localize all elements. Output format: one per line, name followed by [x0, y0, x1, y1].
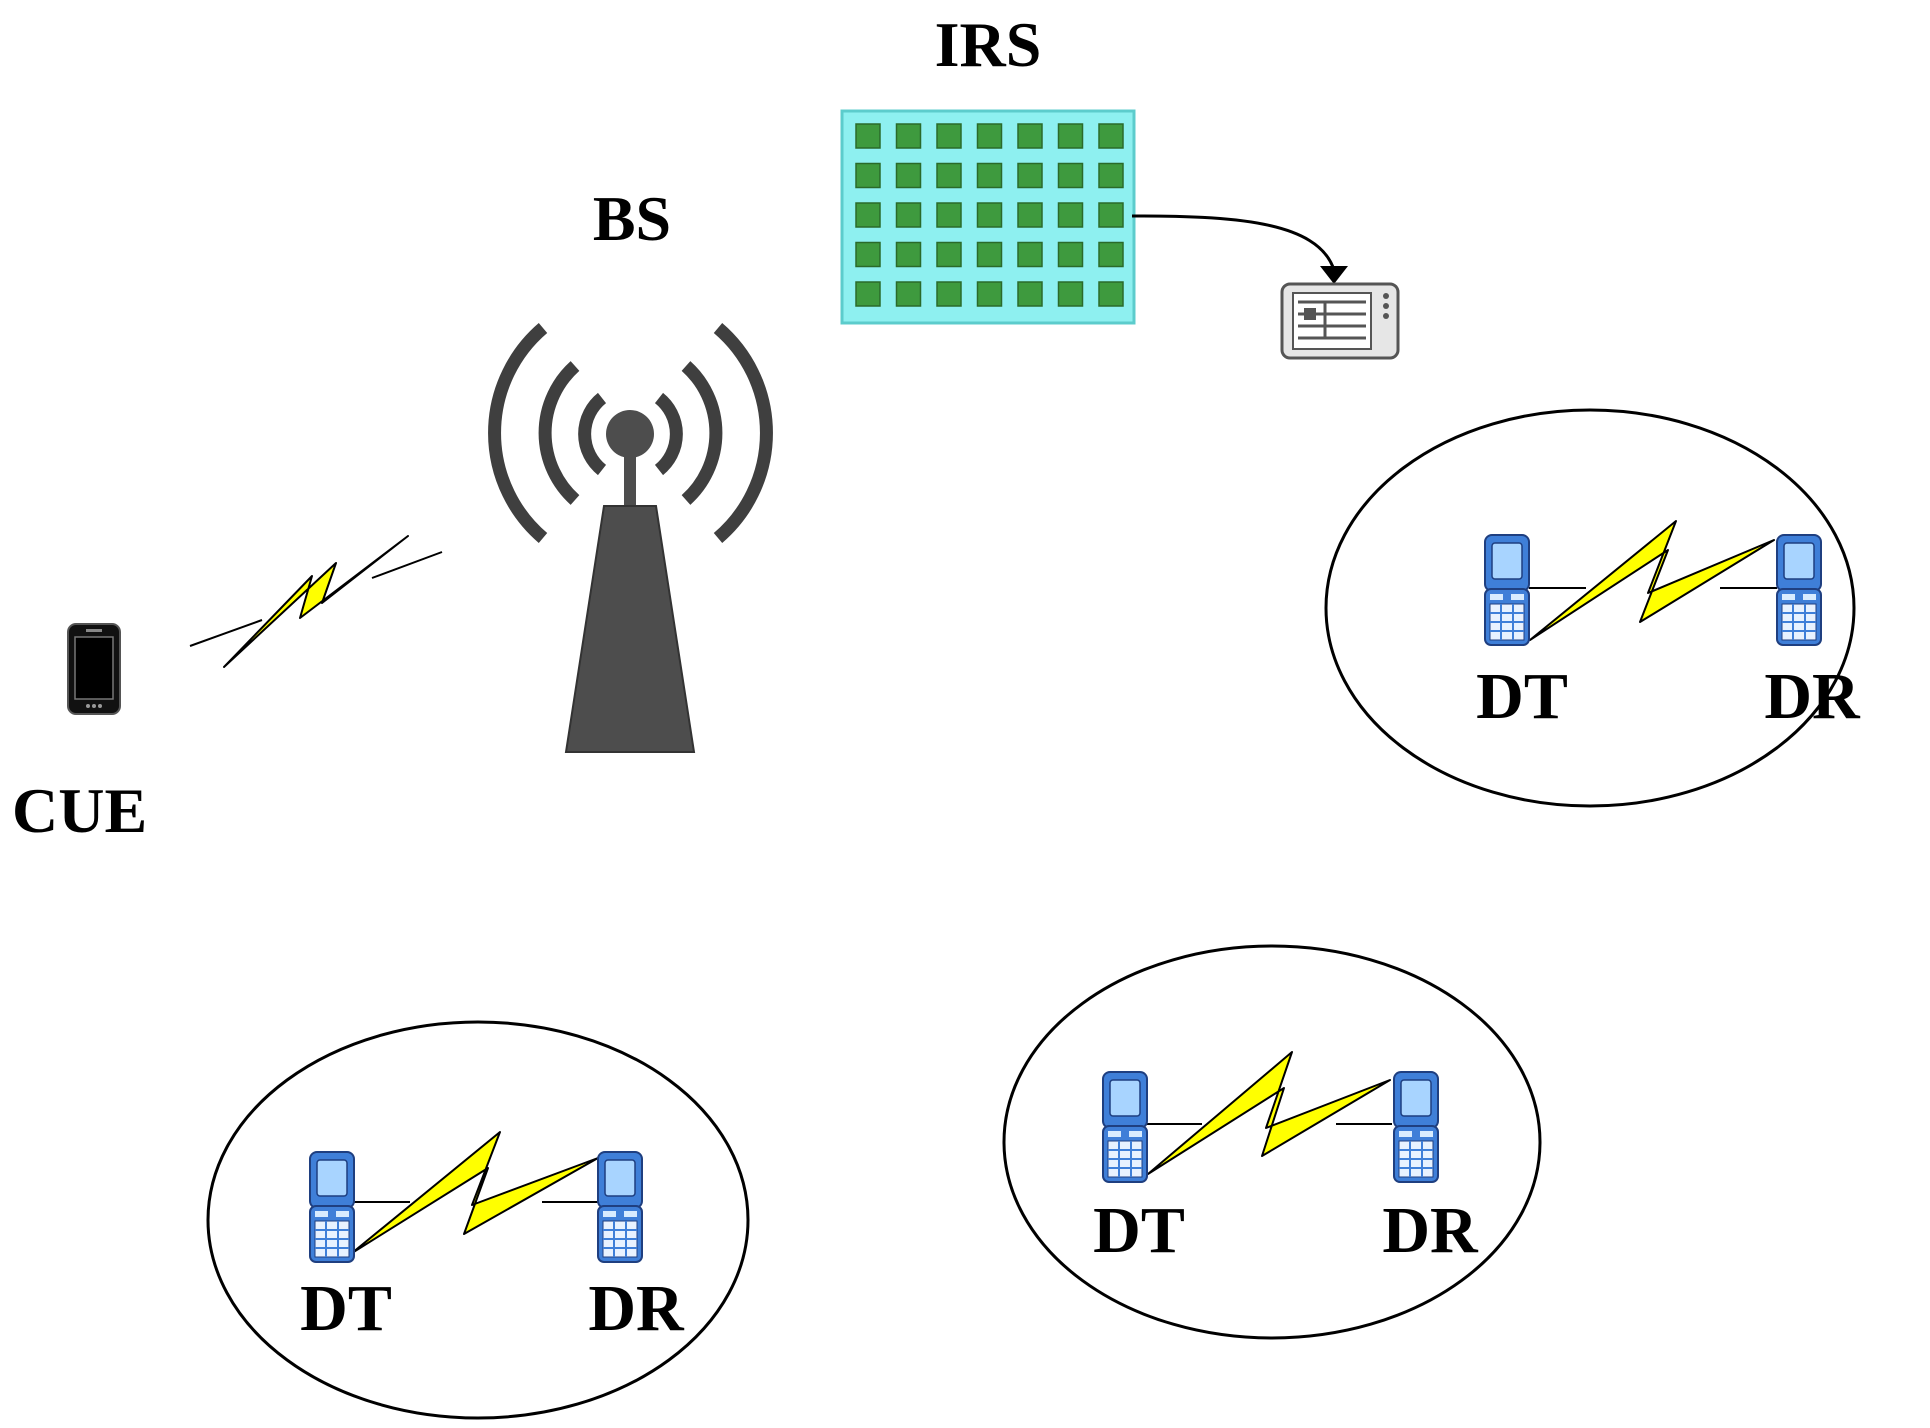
flip-phone-icon	[1393, 1071, 1439, 1183]
irs-reflecting-element	[1098, 202, 1124, 228]
irs-reflecting-element	[895, 281, 922, 307]
antenna-tower-icon	[488, 323, 773, 753]
irs-reflecting-element	[855, 202, 881, 228]
irs-reflecting-element	[1017, 123, 1043, 149]
dr-label: DR	[1382, 1194, 1479, 1267]
irs-reflecting-element	[976, 241, 1003, 268]
bs-label: BS	[593, 183, 671, 254]
dt-label: DT	[300, 1272, 392, 1345]
flip-phone-icon	[1776, 534, 1822, 646]
irs-reflecting-element	[1017, 202, 1043, 228]
d2d-cluster: DT DR	[1324, 408, 1861, 808]
irs-reflecting-element	[895, 241, 922, 268]
irs-label: IRS	[935, 9, 1042, 80]
irs-reflecting-element	[936, 202, 962, 228]
controller-icon	[1280, 282, 1400, 360]
irs-panel-icon	[840, 109, 1136, 325]
smartphone-icon	[67, 623, 121, 715]
irs-reflecting-element	[1057, 123, 1084, 149]
irs-reflecting-element	[1098, 241, 1124, 268]
cue-label: CUE	[12, 775, 147, 846]
dt-label: DT	[1093, 1194, 1185, 1267]
irs-reflecting-element	[1057, 162, 1084, 189]
irs-reflecting-element	[976, 281, 1003, 307]
lightning-icon	[1529, 520, 1775, 641]
dr-label: DR	[588, 1272, 685, 1345]
irs-reflecting-element	[1098, 123, 1124, 149]
irs-reflecting-element	[936, 162, 962, 189]
dt-label: DT	[1476, 660, 1568, 733]
irs-reflecting-element	[976, 123, 1003, 149]
irs-reflecting-element	[936, 281, 962, 307]
irs-reflecting-element	[1017, 162, 1043, 189]
irs-reflecting-element	[1017, 281, 1043, 307]
arrowhead-icon	[1320, 266, 1348, 284]
irs-reflecting-element	[1057, 281, 1084, 307]
irs-reflecting-element	[1017, 241, 1043, 268]
flip-phone-icon	[1484, 534, 1530, 646]
d2d-cluster: DT DR	[206, 1020, 750, 1420]
flip-phone-icon	[1102, 1071, 1148, 1183]
irs-reflecting-element	[976, 202, 1003, 228]
irs-reflecting-element	[1098, 162, 1124, 189]
irs-reflecting-element	[1098, 281, 1124, 307]
irs-reflecting-element	[976, 162, 1003, 189]
irs-reflecting-element	[895, 123, 922, 149]
flip-phone-icon	[597, 1151, 643, 1263]
d2d-cluster: DT DR	[1002, 944, 1542, 1340]
irs-reflecting-element	[936, 241, 962, 268]
irs-reflecting-element	[855, 162, 881, 189]
flip-phone-icon	[309, 1151, 355, 1263]
lightning-icon	[351, 1131, 599, 1254]
lightning-icon	[1147, 1051, 1391, 1175]
irs-control-link	[1131, 214, 1336, 271]
irs-reflecting-element	[855, 281, 881, 307]
irs-reflecting-element	[855, 241, 881, 268]
irs-reflecting-element	[895, 162, 922, 189]
irs-reflecting-element	[1057, 241, 1084, 268]
irs-reflecting-element	[895, 202, 922, 228]
irs-reflecting-element	[936, 123, 962, 149]
lightning-icon	[189, 535, 443, 668]
irs-reflecting-element	[855, 123, 881, 149]
dr-label: DR	[1764, 660, 1861, 733]
irs-reflecting-element	[1057, 202, 1084, 228]
